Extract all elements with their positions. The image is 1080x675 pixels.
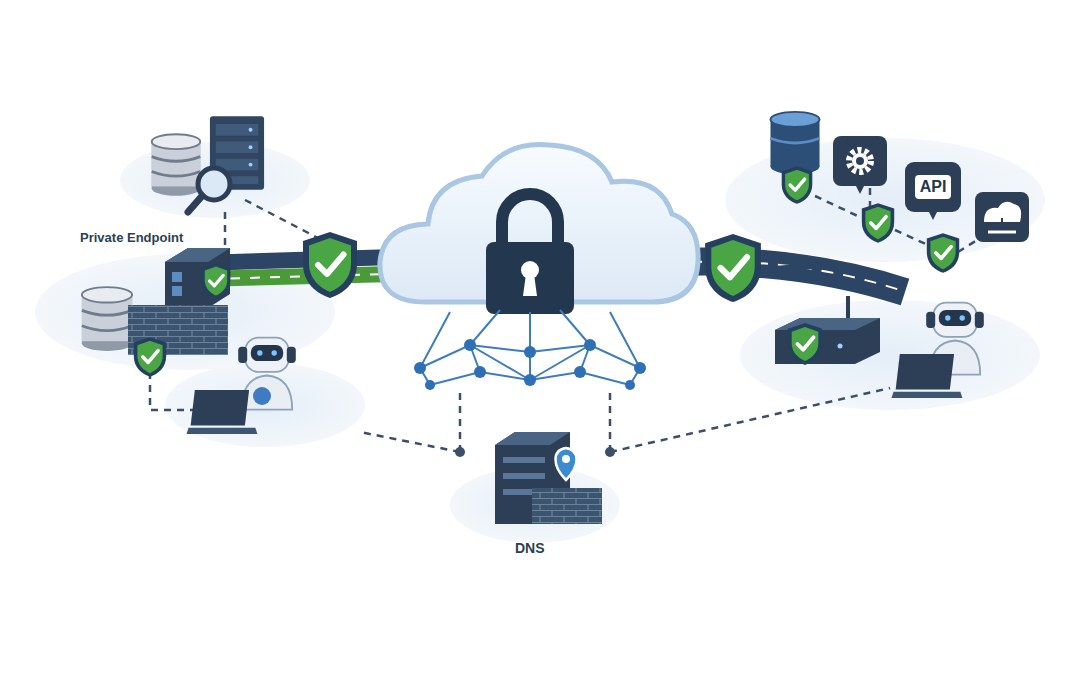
endpoint-label: Private Endpoint [80, 230, 183, 246]
icon-text: API [915, 175, 952, 199]
api-icon: API [905, 162, 961, 212]
dns-label: DNS [515, 540, 545, 557]
